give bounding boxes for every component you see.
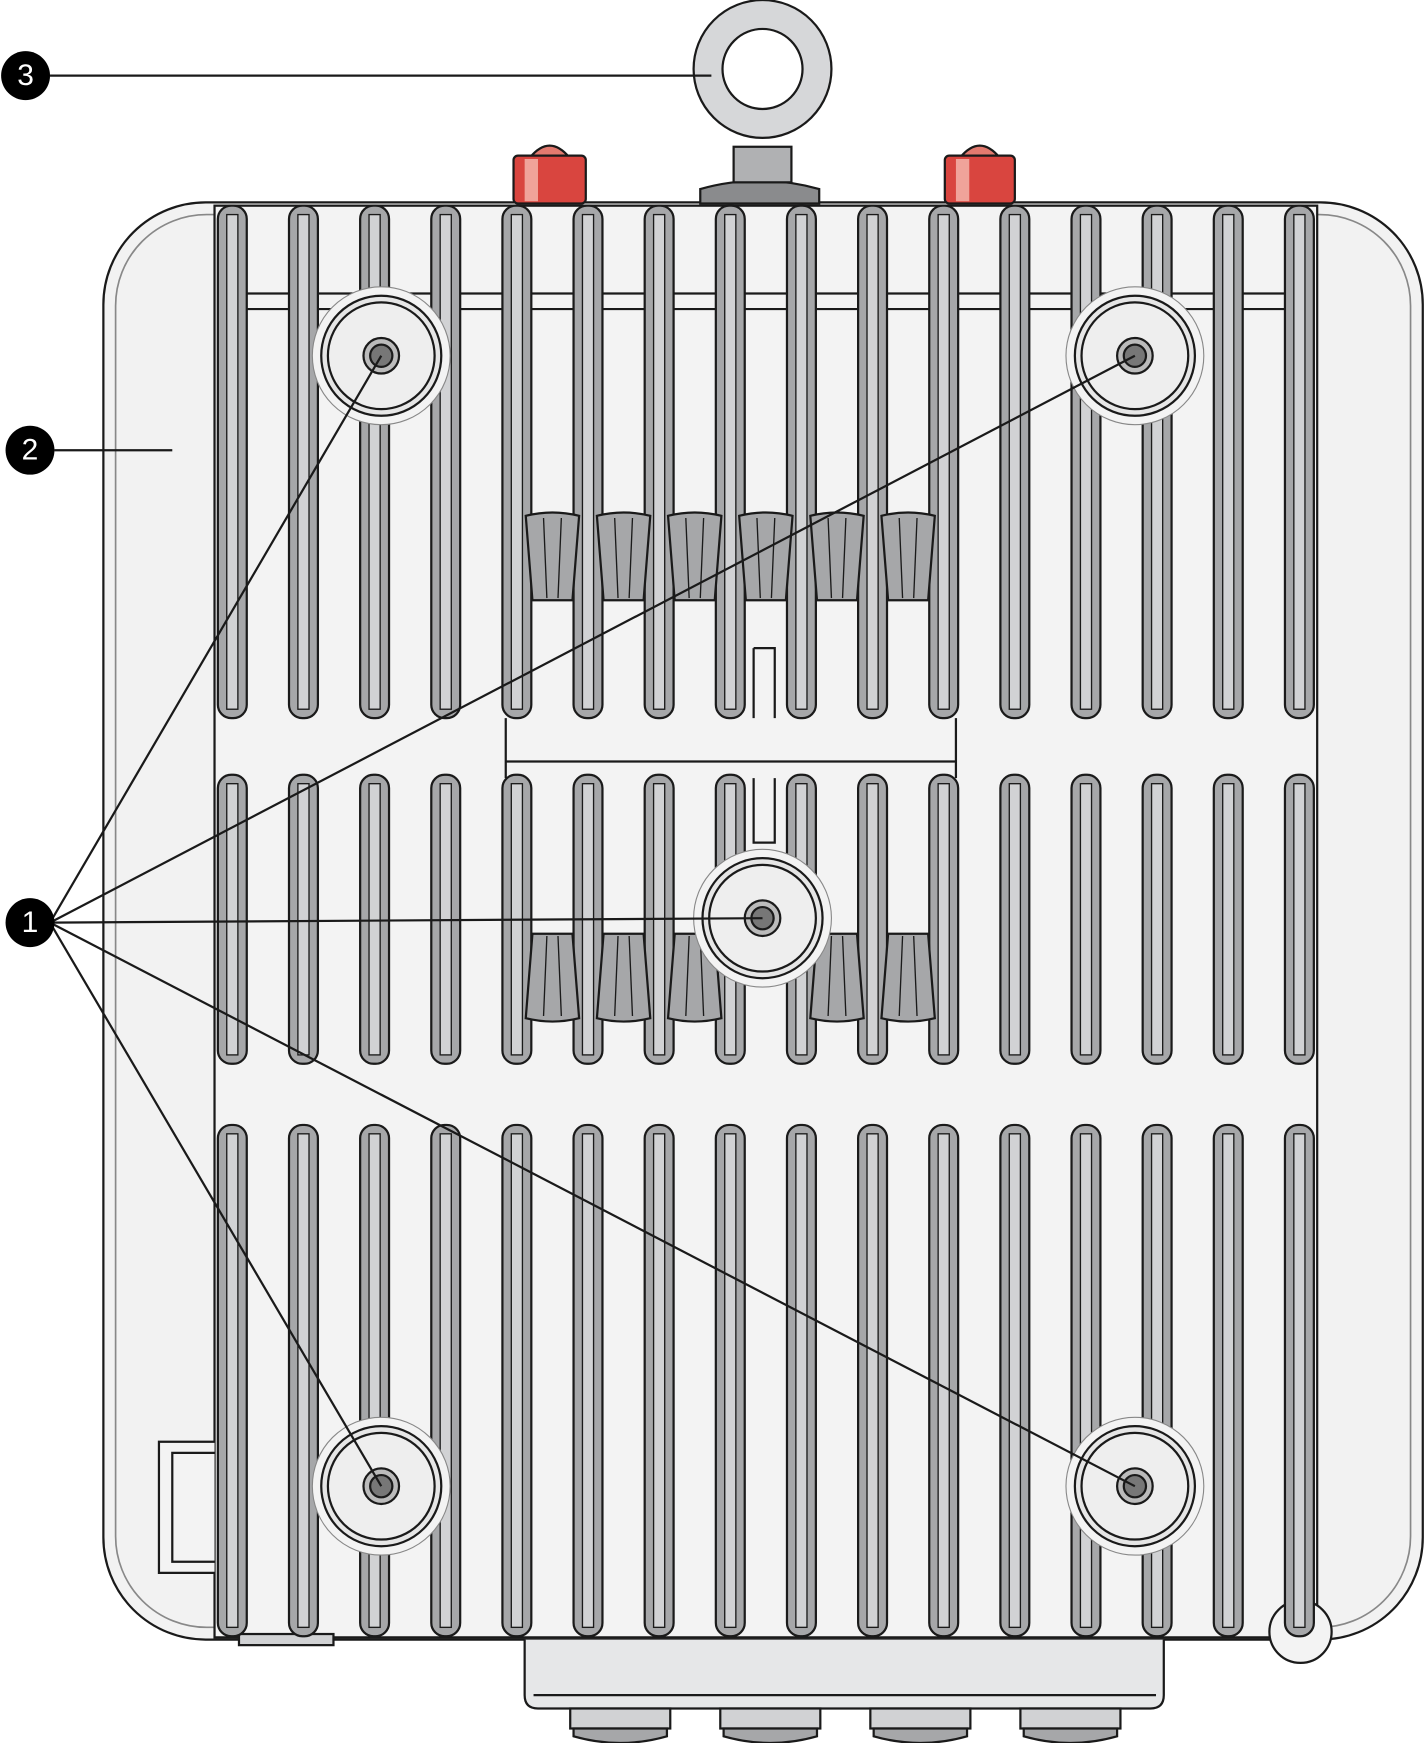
cap-highlight	[955, 159, 970, 202]
bolt-core	[1122, 1473, 1148, 1499]
cable-gland	[569, 1707, 672, 1730]
callout-3: 3	[1, 51, 51, 101]
connector-top	[809, 511, 865, 602]
fin-highlight	[937, 213, 950, 710]
callout-2-label: 2	[22, 434, 39, 467]
connector-top	[737, 511, 794, 602]
fin-highlight	[1079, 1133, 1093, 1629]
fin-highlight	[1293, 213, 1306, 710]
gland-cap	[1022, 1727, 1119, 1743]
leader-1	[49, 354, 1136, 924]
leader-1	[49, 355, 383, 924]
callout-1: 1	[5, 898, 55, 948]
fin-highlight	[368, 783, 381, 1056]
fin-highlight	[866, 1133, 879, 1629]
eyebolt-shank	[732, 145, 793, 184]
fin-highlight	[226, 1133, 239, 1629]
fin-highlight	[866, 783, 879, 1056]
bottom-tab	[237, 1632, 335, 1647]
callout-leader-lines	[49, 74, 1136, 1488]
fin-highlight	[937, 1133, 950, 1629]
fin-highlight	[1150, 1133, 1164, 1629]
fin-highlight	[866, 213, 879, 710]
connector-bottom	[595, 932, 652, 1023]
fin-highlight	[1222, 783, 1235, 1056]
fin-highlight	[1079, 783, 1093, 1056]
top-fittings	[512, 0, 1016, 205]
fin-highlight	[439, 213, 452, 710]
connector-top	[880, 511, 936, 602]
fin-highlight	[581, 1133, 595, 1629]
leader-1	[50, 917, 763, 924]
cable-box	[523, 1639, 1165, 1710]
gland-cap	[722, 1727, 819, 1743]
fin-highlight	[581, 213, 595, 710]
fin-highlight	[1150, 213, 1164, 710]
fin-highlight	[724, 1133, 737, 1629]
fin-highlight	[652, 213, 666, 710]
fin-highlight	[1293, 1133, 1306, 1629]
leader-1	[49, 922, 383, 1487]
callout-2: 2	[5, 425, 55, 475]
fin-highlight	[368, 1133, 381, 1629]
fin-highlight	[297, 783, 310, 1056]
fin-highlight	[1079, 213, 1093, 710]
callout-1-label: 1	[22, 906, 39, 939]
fin-highlight	[510, 1133, 524, 1629]
heatsink-fins	[216, 204, 1315, 1638]
fin-highlight	[1222, 213, 1235, 710]
callout-3-label: 3	[17, 59, 34, 92]
red-cap	[512, 154, 587, 205]
fin-highlight	[1008, 783, 1022, 1056]
fin-highlight	[1293, 783, 1306, 1056]
fin-highlight	[1150, 783, 1164, 1056]
leader-1	[49, 921, 1136, 1488]
fin-highlight	[795, 1133, 808, 1629]
fin-highlight	[439, 1133, 452, 1629]
bottom-cable-box	[523, 1639, 1165, 1743]
connector-top	[595, 511, 652, 602]
center-slot	[752, 646, 776, 844]
cable-gland	[869, 1707, 972, 1730]
fin-highlight	[1008, 213, 1022, 710]
connector-bottom	[880, 932, 936, 1023]
fin-highlight	[795, 213, 808, 710]
center-frame	[504, 718, 958, 779]
fin-highlight	[724, 213, 737, 710]
connector-bottom	[809, 932, 865, 1023]
fin-highlight	[1222, 1133, 1235, 1629]
fin-highlight	[297, 213, 310, 710]
callouts: 1 2 3	[1, 51, 55, 948]
cap-highlight	[524, 159, 538, 202]
fin-highlight	[937, 783, 950, 1056]
fin-highlight	[652, 1133, 666, 1629]
fin-highlight	[368, 213, 381, 710]
cable-gland	[1019, 1707, 1122, 1730]
eyebolt-nut	[699, 179, 821, 205]
fin-highlight	[226, 213, 239, 710]
red-cap	[943, 154, 1016, 205]
side-bracket	[157, 1440, 215, 1574]
connector-bottom	[524, 932, 581, 1023]
bolt-core	[1122, 343, 1148, 368]
connector-top	[666, 511, 723, 602]
cable-gland	[719, 1707, 822, 1730]
gland-cap	[872, 1727, 969, 1743]
fin-highlight	[510, 213, 524, 710]
gland-cap	[572, 1727, 669, 1743]
fin-highlight	[226, 783, 239, 1056]
fin-highlight	[297, 1133, 310, 1629]
eyebolt-hole	[721, 27, 804, 111]
connector-top	[524, 511, 581, 602]
fin-highlight	[1008, 1133, 1022, 1629]
